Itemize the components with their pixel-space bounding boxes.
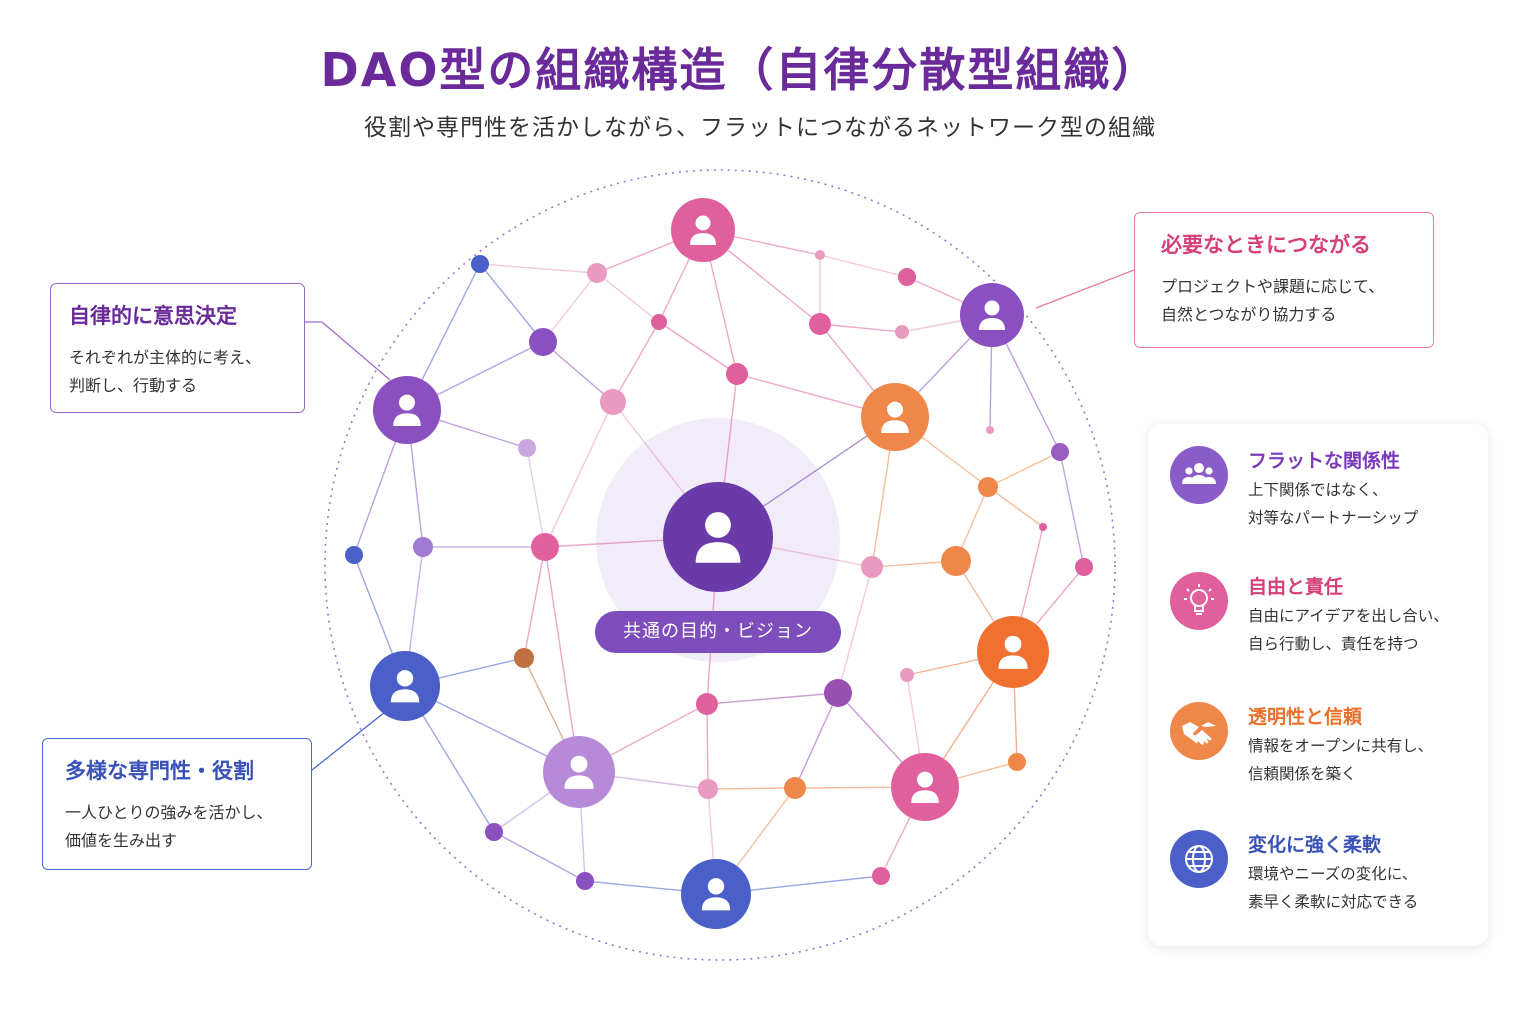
network-link	[612, 321, 660, 403]
callout-connect-title: 必要なときにつながる	[1161, 233, 1371, 257]
network-node	[1051, 443, 1069, 461]
network-node	[1039, 523, 1047, 531]
person-icon	[564, 755, 594, 789]
network-link	[819, 323, 903, 333]
feature-flexibility-body: 環境やニーズの変化に、 素早く柔軟に対応できる	[1248, 865, 1419, 911]
feature-flat-title: フラットな関係性	[1248, 450, 1401, 472]
network-link	[479, 263, 544, 343]
feature-transparency-body: 情報をオープンに共有し、 信頼関係を築く	[1248, 737, 1434, 783]
network-node	[895, 325, 909, 339]
network-node	[514, 648, 534, 668]
network-node	[815, 250, 825, 260]
network-node	[978, 477, 998, 497]
network-node	[898, 268, 916, 286]
network-node	[413, 537, 433, 557]
features-panel: フラットな関係性 上下関係ではなく、 対等なパートナーシップ 自由と責任 自由に…	[1148, 424, 1488, 946]
network-node	[726, 363, 748, 385]
network-link	[819, 254, 908, 278]
feature-flexibility-title: 変化に強く柔軟	[1248, 834, 1382, 856]
network-link	[526, 447, 546, 548]
network-node	[345, 546, 363, 564]
network-node	[651, 314, 667, 330]
network-node	[809, 313, 831, 335]
network-boundary	[324, 169, 1116, 961]
network-node	[872, 867, 890, 885]
callout-diverse-connector	[311, 711, 386, 771]
person-icon	[695, 512, 741, 563]
network-node	[941, 546, 971, 576]
callout-connect: 必要なときにつながる プロジェクトや課題に応じて、 自然とつながり協力する	[1134, 212, 1434, 348]
network-link	[542, 341, 614, 403]
network-link	[1059, 451, 1085, 568]
callout-autonomy: 自律的に意思決定 それぞれが主体的に考え、 判断し、行動する	[50, 283, 305, 413]
network-node	[518, 439, 536, 457]
person-icon	[390, 670, 420, 703]
network-node	[698, 779, 718, 799]
network-node	[587, 263, 607, 283]
network-node	[784, 777, 806, 799]
network-link	[987, 451, 1061, 488]
network-node	[531, 533, 559, 561]
network-node	[1008, 753, 1026, 771]
feature-freedom-title: 自由と責任	[1248, 576, 1344, 598]
callout-diverse-body: 一人ひとりの強みを活かし、 価値を生み出す	[65, 803, 273, 850]
feature-flat-body: 上下関係ではなく、 対等なパートナーシップ	[1248, 481, 1419, 527]
network-link	[706, 703, 709, 790]
network-link	[707, 787, 796, 790]
people-group-icon	[1170, 446, 1228, 504]
network-link	[493, 831, 586, 882]
page-subtitle: 役割や専門性を活かしながら、フラットにつながるネットワーク型の組織	[364, 115, 1156, 141]
callout-diverse-title: 多様な専門性・役割	[65, 759, 254, 783]
callout-diverse: 多様な専門性・役割 一人ひとりの強みを活かし、 価値を生み出す	[42, 738, 312, 870]
feature-transparency-title: 透明性と信頼	[1248, 706, 1363, 728]
network-node	[696, 693, 718, 715]
network-node	[824, 679, 852, 707]
network-link	[479, 263, 598, 274]
person-icon	[690, 215, 716, 245]
person-icon	[998, 635, 1028, 669]
network-node	[576, 872, 594, 890]
person-icon	[911, 771, 939, 803]
network-link	[987, 486, 1044, 528]
feature-freedom-body: 自由にアイデアを出し合い、 自ら行動し、責任を持つ	[1248, 607, 1449, 653]
network-node	[1075, 558, 1093, 576]
network-link	[596, 272, 660, 323]
lightbulb-icon	[1170, 572, 1228, 630]
callout-autonomy-body: それぞれが主体的に考え、 判断し、行動する	[69, 348, 262, 395]
network-link	[542, 272, 598, 343]
callout-autonomy-connector	[305, 321, 391, 381]
network-link	[658, 321, 738, 375]
network-link	[544, 401, 614, 548]
network-link	[544, 546, 580, 773]
vision-label: 共通の目的・ビジョン	[595, 611, 841, 653]
person-icon	[881, 401, 909, 433]
person-icon	[701, 878, 731, 911]
callout-connect-body: プロジェクトや課題に応じて、 自然とつながり協力する	[1161, 277, 1385, 324]
callout-connect-connector	[1035, 269, 1135, 309]
network-node	[600, 389, 626, 415]
person-icon	[979, 300, 1005, 330]
globe-icon	[1170, 830, 1228, 888]
network-node	[900, 668, 914, 682]
handshake-icon	[1170, 702, 1228, 760]
network-node	[471, 255, 489, 273]
network-node	[485, 823, 503, 841]
page-title: DAO型の組織構造（自律分散型組織）	[320, 43, 1160, 97]
callout-autonomy-title: 自律的に意思決定	[69, 304, 237, 328]
network-node	[861, 556, 883, 578]
network-link	[706, 692, 839, 705]
network-link	[794, 692, 839, 789]
network-node	[529, 328, 557, 356]
network-link	[837, 566, 873, 694]
network-link	[523, 546, 546, 659]
person-icon	[393, 394, 421, 426]
network-node	[986, 426, 994, 434]
